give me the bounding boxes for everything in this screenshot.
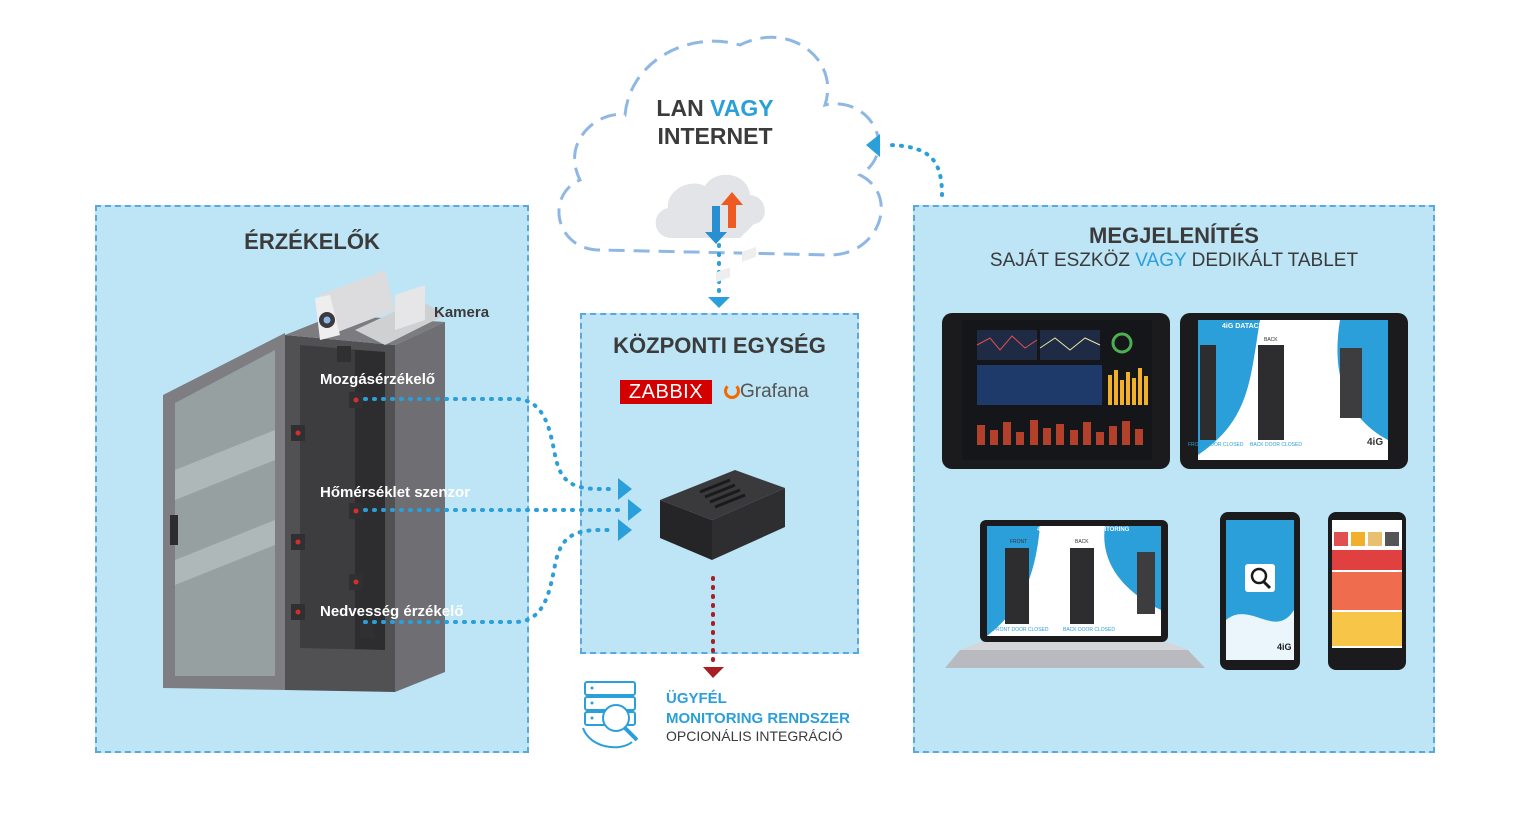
client-system-subtitle: OPCIONÁLIS INTEGRÁCIÓ bbox=[666, 728, 843, 744]
laptop-screen-back: BACK bbox=[1075, 539, 1089, 545]
grafana-logo: Grafana bbox=[724, 380, 809, 404]
temperature-sensor-label: Hőmérséklet szenzor bbox=[320, 484, 471, 501]
tablet-back-status: BACK DOOR CLOSED bbox=[1250, 442, 1302, 448]
tablet-grafana bbox=[942, 313, 1170, 469]
cloud-outline bbox=[557, 35, 883, 257]
laptop-back-status: BACK DOOR CLOSED bbox=[1063, 627, 1115, 633]
tablet-screen-back: BACK bbox=[1264, 337, 1278, 343]
phone-brand: 4iG bbox=[1277, 642, 1292, 652]
humidity-sensor-label: Nedvesség érzékelő bbox=[320, 603, 464, 620]
camera-label: Kamera bbox=[434, 304, 490, 321]
monitoring-system-icon bbox=[582, 681, 639, 749]
cloud-title: LAN VAGY INTERNET bbox=[656, 95, 774, 149]
sensor-links bbox=[363, 397, 627, 624]
grafana-swirl-icon bbox=[724, 383, 740, 399]
zabbix-logo: ZABBIX bbox=[620, 380, 712, 404]
laptop-screen-front: FRONT bbox=[1010, 539, 1028, 545]
phone-app-splash bbox=[1220, 512, 1300, 670]
sensors-panel-title: ÉRZÉKELŐK bbox=[244, 229, 380, 254]
display-panel-title: MEGJELENÍTÉS bbox=[1089, 223, 1259, 248]
tablet-front-status: FRONT DOOR CLOSED bbox=[1188, 442, 1244, 448]
display-panel-subtitle: SAJÁT ESZKÖZ VAGY DEDIKÁLT TABLET bbox=[989, 250, 1359, 271]
tablet-screen-title: 4iG DATACENTER MONITORING bbox=[1222, 323, 1330, 330]
phone-alerts bbox=[1328, 512, 1406, 670]
tablet-brand: 4iG bbox=[1367, 437, 1384, 448]
laptop-datacenter bbox=[945, 520, 1205, 668]
server-rack bbox=[163, 315, 445, 692]
camera-device bbox=[315, 270, 445, 345]
tablet-datacenter bbox=[1180, 313, 1408, 469]
motion-sensor-label: Mozgásérzékelő bbox=[320, 371, 436, 388]
central-unit-device bbox=[660, 246, 785, 560]
cloud-sync-icon bbox=[655, 174, 765, 244]
central-unit-title: KÖZPONTI EGYSÉG bbox=[613, 333, 826, 358]
laptop-screen-title: 4iG DATACENTER MONITORING bbox=[1037, 527, 1130, 533]
laptop-front-status: FRONT DOOR CLOSED bbox=[993, 627, 1049, 633]
client-system-title: ÜGYFÉL MONITORING RENDSZER bbox=[666, 690, 850, 727]
display-to-cloud-link bbox=[883, 143, 944, 197]
